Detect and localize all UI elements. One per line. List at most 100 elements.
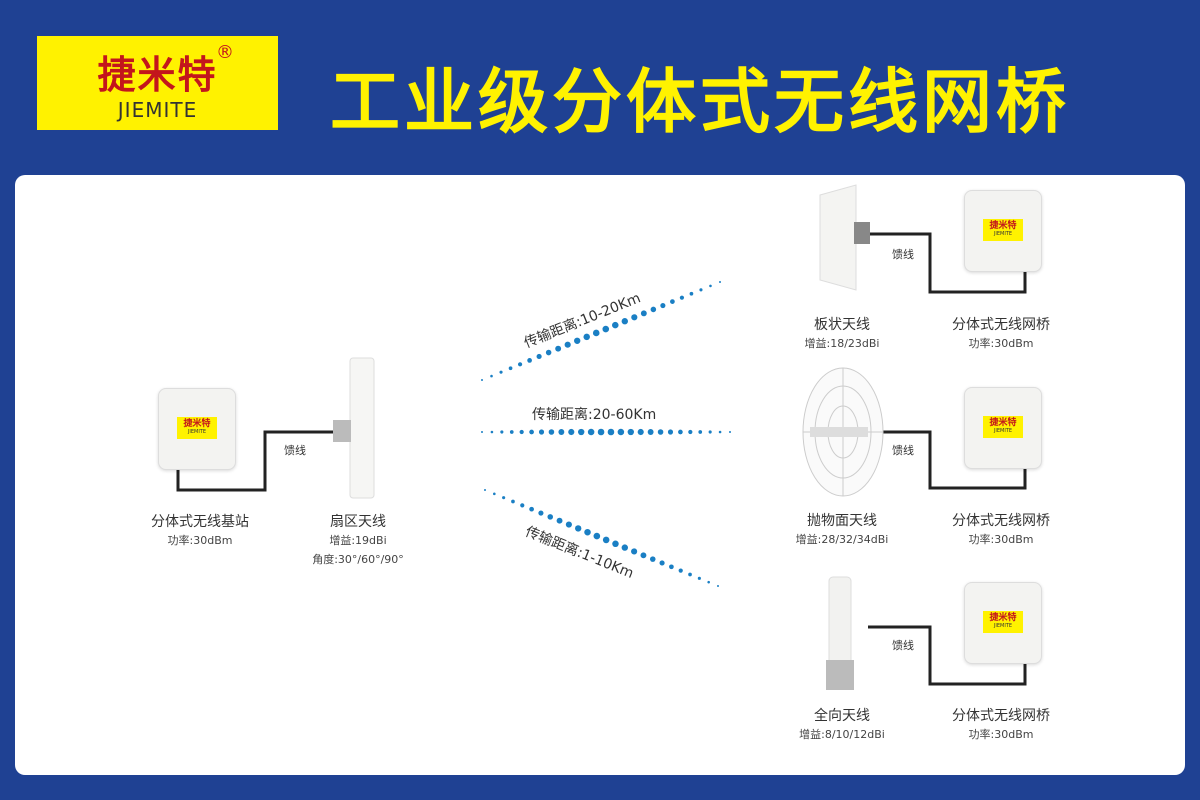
signal-dot (670, 299, 675, 304)
signal-dot (511, 499, 515, 504)
signal-dot (490, 430, 494, 434)
brand-logo: 捷米特 ® JIEMITE (37, 36, 278, 130)
base-station-power: 功率:30dBm (167, 534, 233, 547)
logo-en: JIEMITE (117, 98, 198, 122)
panel-antenna-icon (819, 184, 857, 291)
signal-dot (555, 345, 562, 352)
signal-dot (484, 489, 486, 491)
bridge-power: 功率:30dBm (968, 337, 1034, 350)
bridge-name: 分体式无线网桥 (952, 317, 1050, 333)
signal-dot (499, 370, 503, 374)
signal-dot (689, 291, 694, 296)
signal-dot (627, 428, 634, 436)
bridge-name: 分体式无线网桥 (952, 708, 1050, 724)
signal-dot (527, 358, 532, 363)
antenna-name: 全向天线 (814, 708, 870, 724)
signal-dot (678, 568, 683, 573)
antenna-bracket-icon (826, 660, 854, 690)
sector-antenna-angle: 角度:30°/60°/90° (312, 553, 404, 566)
signal-dot (509, 430, 514, 434)
signal-dot (649, 556, 656, 562)
signal-dot (650, 306, 657, 313)
antenna-gain: 增益:28/32/34dBi (795, 533, 889, 546)
signal-dot (697, 576, 701, 580)
signal-dot (659, 560, 665, 566)
signal-dot (500, 430, 504, 434)
signal-dot (621, 544, 628, 551)
bridge-power: 功率:30dBm (968, 533, 1034, 546)
signal-dot (617, 428, 625, 436)
antenna-name: 板状天线 (814, 317, 870, 333)
feeder-cable (176, 430, 340, 492)
feeder-label: 馈线 (284, 444, 306, 457)
signal-dot (718, 430, 722, 434)
antenna-name: 抛物面天线 (807, 513, 877, 529)
signal-dot (719, 281, 721, 283)
feeder-cable (868, 232, 1027, 294)
signal-dot (597, 428, 605, 436)
signal-dot (558, 429, 565, 435)
antenna-gain: 增益:8/10/12dBi (799, 728, 885, 741)
feeder-label: 馈线 (892, 639, 914, 652)
signal-dot (574, 337, 581, 344)
feeder-cable (868, 430, 1027, 490)
bridge-power: 功率:30dBm (968, 728, 1034, 741)
signal-dot (602, 536, 610, 544)
sector-antenna-icon (349, 357, 375, 499)
base-station-name: 分体式无线基站 (151, 514, 249, 530)
signal-dot (592, 329, 600, 337)
signal-dot (699, 288, 703, 292)
signal-dot (568, 428, 575, 436)
signal-dot (729, 431, 731, 433)
signal-dot (575, 525, 582, 532)
signal-dot (647, 429, 654, 435)
signal-dot (538, 510, 544, 516)
signal-dot (607, 428, 615, 436)
signal-dot (520, 503, 525, 508)
logo-cn: 捷米特 (97, 53, 218, 97)
signal-dot (481, 431, 483, 433)
signal-dot (709, 284, 712, 288)
signal-dot (717, 585, 719, 587)
signal-dot (493, 492, 496, 496)
antenna-bracket-icon (333, 420, 351, 442)
signal-dot (707, 580, 710, 584)
signal-dot (708, 430, 712, 434)
signal-dot (679, 295, 685, 300)
signal-dot (612, 321, 619, 329)
diagram-panel (15, 175, 1185, 775)
signal-dot (678, 429, 683, 435)
signal-dot (547, 514, 554, 520)
signal-dot (669, 564, 674, 570)
signal-dot (631, 314, 638, 321)
signal-dot (688, 429, 693, 435)
signal-dot (584, 528, 591, 536)
signal-dot (583, 333, 590, 341)
signal-dot (621, 318, 628, 325)
signal-dot (640, 552, 647, 559)
signal-dot (529, 506, 534, 512)
signal-dot (612, 540, 619, 548)
signal-dot (602, 325, 610, 333)
signal-dot (640, 310, 647, 317)
signal-dot (536, 353, 542, 360)
signal-dot (538, 429, 545, 435)
signal-dot (587, 428, 595, 436)
feeder-label: 馈线 (892, 248, 914, 261)
signal-dot (519, 429, 524, 435)
signal-dot (508, 366, 513, 371)
signal-dot (517, 362, 523, 367)
signal-dot (556, 517, 563, 524)
antenna-gain: 增益:18/23dBi (804, 337, 880, 350)
signal-dot (660, 302, 666, 309)
bridge-name: 分体式无线网桥 (952, 513, 1050, 529)
signal-dot (667, 429, 674, 435)
signal-dot (578, 428, 585, 436)
signal-dot (548, 429, 555, 435)
logo-registered: ® (216, 42, 234, 63)
signal-dot (698, 430, 703, 434)
